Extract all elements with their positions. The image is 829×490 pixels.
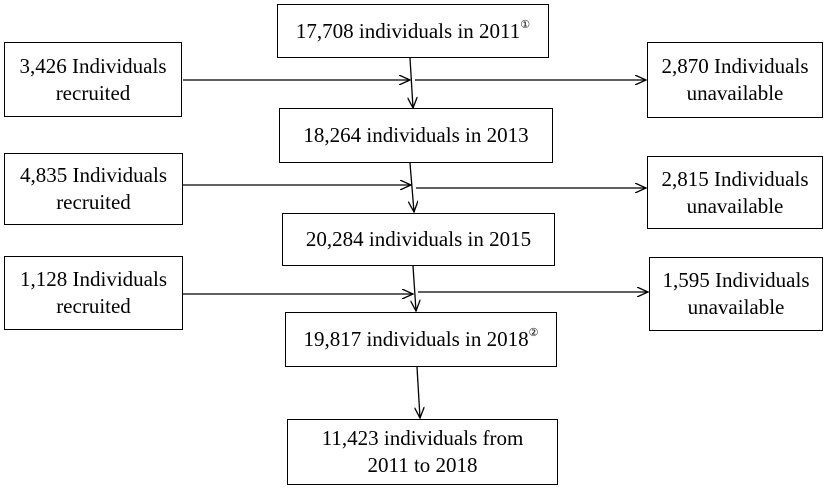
wave-box-2013: 18,264 individuals in 2013 bbox=[279, 108, 553, 163]
unavailable-label: unavailable bbox=[686, 193, 784, 218]
unavailable-label: unavailable bbox=[687, 295, 785, 319]
arrow-2018-to-final bbox=[417, 366, 420, 418]
final-line-2: 2011 to 2018 bbox=[367, 453, 478, 477]
arrow-2013-to-2015 bbox=[410, 162, 414, 212]
wave-text: 18,264 individuals in 2013 bbox=[303, 123, 529, 147]
wave-box-2015: 20,284 individuals in 2015 bbox=[282, 213, 555, 266]
recruited-box-2: 4,835 Individuals recruited bbox=[4, 153, 183, 225]
wave-box-2011: 17,708 individuals in 2011① bbox=[277, 4, 549, 58]
recruited-count: 3,426 Individuals bbox=[19, 53, 167, 78]
unavailable-count: 2,870 Individuals bbox=[661, 54, 809, 78]
recruited-count: 1,128 Individuals bbox=[20, 267, 167, 291]
recruited-label: recruited bbox=[56, 190, 131, 214]
unavailable-box-2: 2,815 Individuals unavailable bbox=[647, 156, 823, 229]
recruited-count: 4,835 Individuals bbox=[20, 163, 167, 187]
wave-text: 17,708 individuals in 2011① bbox=[295, 18, 531, 43]
wave-text: 19,817 individuals in 2018② bbox=[303, 327, 539, 351]
recruited-box-1: 3,426 Individuals recruited bbox=[4, 42, 182, 117]
unavailable-count: 2,815 Individuals bbox=[661, 166, 809, 191]
unavailable-label: unavailable bbox=[686, 81, 784, 105]
unavailable-count: 1,595 Individuals bbox=[662, 268, 810, 292]
arrow-2011-to-2013 bbox=[410, 57, 413, 108]
final-box: 11,423 individuals from 2011 to 2018 bbox=[287, 419, 558, 485]
recruited-label: recruited bbox=[55, 80, 131, 105]
recruited-label: recruited bbox=[56, 294, 131, 318]
arrow-2015-to-2018 bbox=[413, 265, 416, 311]
wave-text: 20,284 individuals in 2015 bbox=[305, 227, 532, 251]
unavailable-box-1: 2,870 Individuals unavailable bbox=[647, 42, 823, 118]
wave-box-2018: 19,817 individuals in 2018② bbox=[285, 312, 557, 367]
final-line-1: 11,423 individuals from bbox=[321, 426, 524, 450]
recruited-box-3: 1,128 Individuals recruited bbox=[4, 256, 183, 330]
unavailable-box-3: 1,595 Individuals unavailable bbox=[649, 257, 823, 331]
